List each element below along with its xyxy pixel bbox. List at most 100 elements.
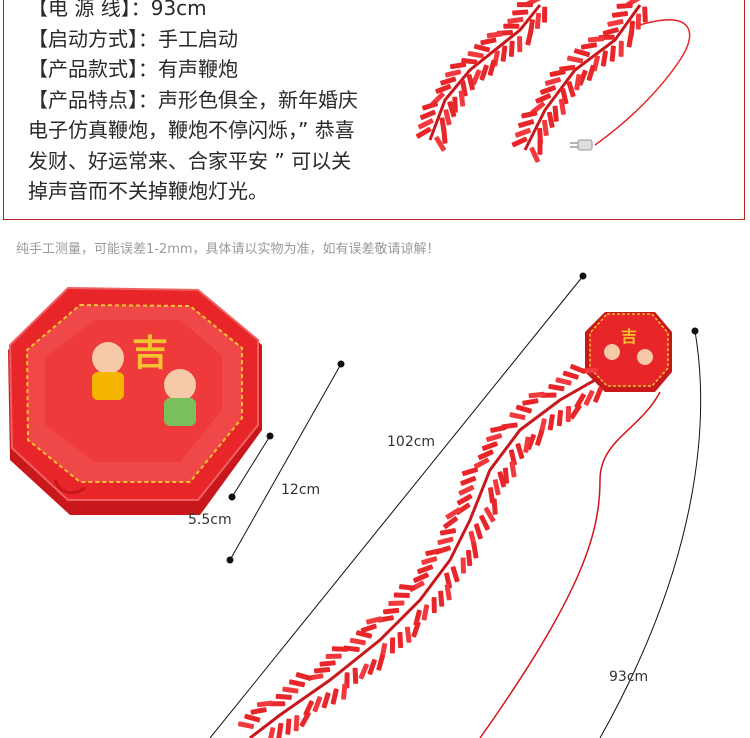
firecracker [415,126,432,139]
spec-style: 【产品款式】：有声鞭炮 [28,57,238,81]
firecracker [460,475,477,486]
cord-measure-curve [599,330,702,738]
firecracker [529,146,541,163]
firecracker [421,556,438,565]
firecracker [443,516,459,529]
firecracker [267,727,276,738]
power-cord-main [479,391,661,738]
firecracker [250,707,267,715]
firecracker [389,637,396,654]
firecracker [593,386,604,403]
box-character: 吉 [132,332,168,374]
height-marker-top [266,432,274,440]
firecracker [508,449,517,466]
firecracker [421,604,430,621]
firecracker [486,31,503,39]
firecracker [574,74,582,91]
firecracker [528,391,545,399]
firecracker [547,414,555,431]
firecracker [535,93,552,104]
firecracker [523,436,531,453]
firecracker [417,564,434,575]
firecracker [626,31,634,48]
firecracker [565,405,572,423]
firecracker [321,692,331,709]
firecracker [360,623,377,633]
width-marker-top [337,360,345,368]
firecracker [439,528,457,536]
firecracker [313,666,331,674]
firecracker [295,672,312,681]
firecracker [503,23,520,29]
firecracker [477,449,494,460]
firecracker [355,630,373,639]
firecracker [516,2,533,8]
firecracker [539,85,557,95]
firecracker [548,383,565,392]
box-cord-stub [53,479,86,494]
firecracker [560,88,569,105]
spec-features-line-2: 电子仿真鞭炮，鞭炮不停闪烁，” 恭喜 [28,118,355,142]
firecracker [473,43,491,53]
firecracker [512,9,529,16]
firecracker [483,506,496,523]
firecracker [445,507,461,520]
length-marker-top [579,272,587,280]
width-measure-line [229,363,342,561]
spec-panel: 【电 源 线】：93cm 【启动方式】：手工启动 【产品款式】：有声鞭炮 【产品… [3,0,745,220]
firecracker [443,109,452,126]
firecracker [275,693,292,700]
firecracker [438,590,445,607]
firecracker [473,523,483,540]
firecracker [569,404,582,420]
firecracker [282,686,299,694]
firecracker [460,80,468,97]
firecracker [431,597,437,614]
firecracker [319,660,336,667]
firecracker [419,109,436,120]
width-marker-bottom [226,556,234,564]
length-measure-line [209,275,584,738]
child-figure-right [164,369,196,426]
firecracker [492,479,501,496]
firecracker [566,55,584,64]
firecracker [581,367,598,374]
firecracker [602,27,619,36]
small-octagon-box: 吉 [585,312,672,392]
firecracker [558,98,566,115]
firecracker [490,425,507,433]
firecracker [256,700,274,708]
firecracker [325,653,342,660]
firecracker [312,696,323,713]
length-label: 102cm [387,434,436,450]
firecracker [331,646,348,652]
firecracker [500,45,508,62]
firecracker [522,398,539,406]
firecracker [456,493,473,506]
firecracker [517,36,523,53]
firecracker [444,572,453,589]
firecracker [471,542,479,559]
firecracker [444,584,452,601]
height-marker-bottom [228,493,236,501]
firecracker [517,119,535,129]
firecracker [607,19,624,27]
firecracker [285,718,292,735]
firecracker [549,69,566,78]
firecracker [435,83,452,94]
firecracker [382,607,400,615]
spec-features: 【产品特点】：声形色俱全，新年婚庆 [28,87,358,112]
firecracker [444,69,462,78]
firecracker [509,412,526,421]
firecracker [555,377,572,386]
firecracker [509,461,517,478]
firecracker [535,429,545,446]
width-label: 12cm [281,482,321,498]
height-label: 5.5cm [188,512,232,528]
firecracker [542,6,548,23]
firecracker [434,136,447,152]
firecracker [411,621,421,638]
firecracker [437,536,454,546]
firecracker [376,654,385,671]
firecracker [552,105,559,122]
